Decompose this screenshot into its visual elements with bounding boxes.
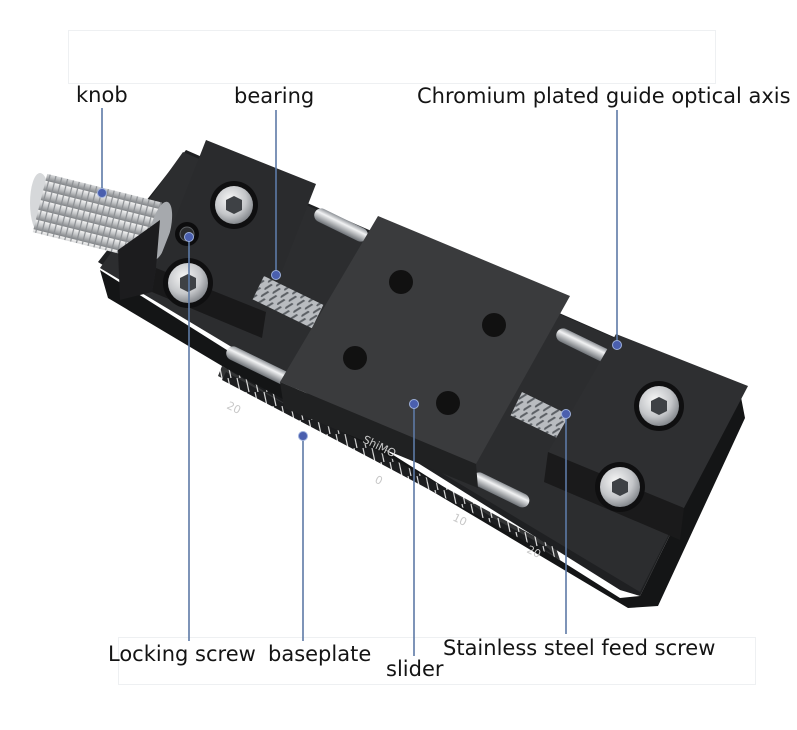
marker-knob bbox=[97, 188, 107, 198]
marker-feed-screw bbox=[561, 409, 571, 419]
label-bearing: bearing bbox=[234, 84, 315, 108]
marker-dots bbox=[97, 188, 622, 441]
scale-label-end: 20 bbox=[525, 543, 543, 561]
scale-label-mid: 0 bbox=[373, 473, 385, 488]
label-band-top bbox=[68, 30, 716, 84]
label-band-bottom bbox=[118, 637, 756, 685]
marker-bearing bbox=[271, 270, 281, 280]
label-locking-screw: Locking screw bbox=[108, 642, 256, 666]
marker-baseplate bbox=[298, 431, 308, 441]
marker-slider bbox=[409, 399, 419, 409]
label-baseplate: baseplate bbox=[268, 642, 372, 666]
cap-screws bbox=[163, 181, 684, 512]
label-slider: slider bbox=[386, 657, 444, 681]
marker-locking-screw bbox=[184, 232, 194, 242]
feed-screw-left bbox=[252, 276, 324, 329]
leader-lines bbox=[101, 108, 618, 656]
guide-rods bbox=[226, 208, 612, 508]
scale-label-ten: 10 bbox=[451, 511, 469, 529]
scale-label-start: 20 bbox=[225, 399, 243, 417]
slider-block bbox=[280, 216, 570, 488]
label-feed-screw: Stainless steel feed screw bbox=[443, 636, 716, 660]
marker-guide-axis bbox=[612, 340, 622, 350]
label-knob: knob bbox=[76, 83, 128, 107]
label-guide-axis: Chromium plated guide optical axis bbox=[417, 84, 791, 108]
